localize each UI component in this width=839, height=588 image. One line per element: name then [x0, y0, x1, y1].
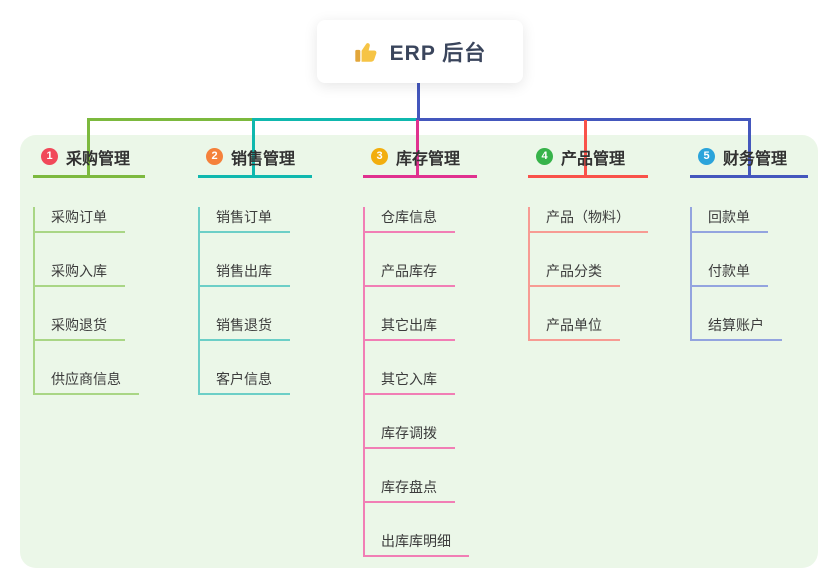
- child-node[interactable]: 采购退货: [35, 315, 125, 341]
- child-node[interactable]: 产品单位: [530, 315, 620, 341]
- bus-line: [252, 118, 419, 121]
- branch-drop-line: [584, 120, 587, 176]
- branch-drop-line: [252, 120, 255, 176]
- branch-财务管理: 5 财务管理回款单付款单结算账户: [690, 145, 808, 341]
- thumbs-up-icon: [354, 39, 380, 65]
- child-node[interactable]: 仓库信息: [365, 207, 455, 233]
- branch-number-badge: 5: [698, 148, 715, 165]
- branch-children: 回款单付款单结算账户: [690, 207, 808, 341]
- child-node[interactable]: 其它入库: [365, 369, 455, 395]
- branch-number-badge: 2: [206, 148, 223, 165]
- child-node[interactable]: 产品分类: [530, 261, 620, 287]
- branch-title: 库存管理: [396, 150, 461, 168]
- child-node[interactable]: 其它出库: [365, 315, 455, 341]
- mindmap-panel: [20, 135, 818, 568]
- branch-title: 销售管理: [231, 150, 296, 168]
- branch-title: 产品管理: [561, 150, 626, 168]
- branch-销售管理: 2 销售管理销售订单销售出库销售退货客户信息: [198, 145, 312, 395]
- branch-title: 财务管理: [723, 150, 788, 168]
- child-node[interactable]: 出库库明细: [365, 531, 469, 557]
- branch-header[interactable]: 5 财务管理: [690, 145, 808, 178]
- bus-line: [416, 118, 751, 121]
- child-node[interactable]: 产品（物料）: [530, 207, 648, 233]
- branch-children: 采购订单采购入库采购退货供应商信息: [33, 207, 145, 395]
- child-node[interactable]: 采购入库: [35, 261, 125, 287]
- bus-line: [87, 118, 255, 121]
- root-connector-line: [417, 83, 420, 120]
- branch-header[interactable]: 3 库存管理: [363, 145, 477, 178]
- branch-库存管理: 3 库存管理仓库信息产品库存其它出库其它入库库存调拨库存盘点出库库明细: [363, 145, 477, 557]
- child-node[interactable]: 付款单: [692, 261, 768, 287]
- branch-number-badge: 4: [536, 148, 553, 165]
- branch-drop-line: [87, 120, 90, 176]
- child-node[interactable]: 销售退货: [200, 315, 290, 341]
- branch-children: 仓库信息产品库存其它出库其它入库库存调拨库存盘点出库库明细: [363, 207, 477, 557]
- branch-title: 采购管理: [66, 150, 131, 168]
- branch-采购管理: 1 采购管理采购订单采购入库采购退货供应商信息: [33, 145, 145, 395]
- branch-header[interactable]: 1 采购管理: [33, 145, 145, 178]
- root-node[interactable]: ERP 后台: [317, 20, 523, 83]
- branch-drop-line: [748, 120, 751, 176]
- child-node[interactable]: 回款单: [692, 207, 768, 233]
- child-node[interactable]: 结算账户: [692, 315, 782, 341]
- branch-header[interactable]: 4 产品管理: [528, 145, 648, 178]
- branch-产品管理: 4 产品管理产品（物料） 产品分类产品单位: [528, 145, 648, 341]
- branch-number-badge: 3: [371, 148, 388, 165]
- root-label: ERP 后台: [389, 41, 487, 65]
- branch-children: 产品（物料） 产品分类产品单位: [528, 207, 648, 341]
- branch-header[interactable]: 2 销售管理: [198, 145, 312, 178]
- child-node[interactable]: 库存盘点: [365, 477, 455, 503]
- branch-number-badge: 1: [41, 148, 58, 165]
- child-node[interactable]: 销售出库: [200, 261, 290, 287]
- child-node[interactable]: 客户信息: [200, 369, 290, 395]
- branch-drop-line: [416, 120, 419, 176]
- child-node[interactable]: 供应商信息: [35, 369, 139, 395]
- child-node[interactable]: 产品库存: [365, 261, 455, 287]
- child-node[interactable]: 采购订单: [35, 207, 125, 233]
- branch-children: 销售订单销售出库销售退货客户信息: [198, 207, 312, 395]
- child-node[interactable]: 库存调拨: [365, 423, 455, 449]
- child-node[interactable]: 销售订单: [200, 207, 290, 233]
